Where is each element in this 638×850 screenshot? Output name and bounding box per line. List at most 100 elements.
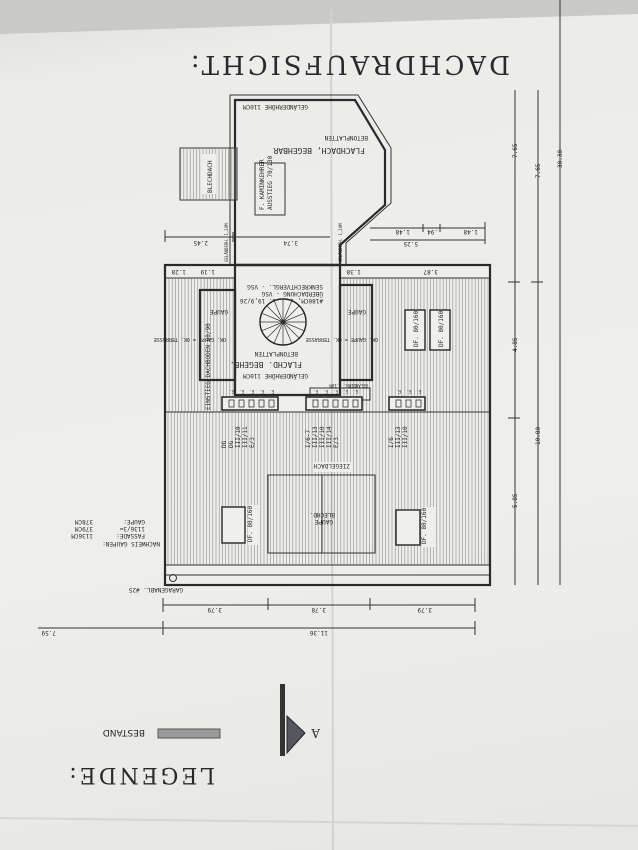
svg-text:E.: E. xyxy=(239,389,244,394)
svg-text:1136/3=: 1136/3= xyxy=(119,525,145,532)
svg-text:379CM: 379CM xyxy=(75,525,93,532)
window: E. xyxy=(405,389,412,408)
dim-label: 3.87 xyxy=(423,268,438,275)
window-tag: III/11 xyxy=(242,426,249,448)
lower-terrace-material: BETONPLATTEN xyxy=(254,350,298,357)
plan-title: DACHDRAUFSICHT: xyxy=(188,49,510,79)
spiral-staircase xyxy=(259,298,307,346)
dormer-left-label: GAUPE xyxy=(210,308,228,315)
dim-label: 11.36 xyxy=(310,629,328,636)
dormer-center-label: GAUPE xyxy=(315,518,333,525)
railing-side-right: GELÄNDERH. 1,10M xyxy=(338,223,343,262)
lower-terrace-label: FLACHD. BEGEHB. xyxy=(230,360,302,369)
dim-label: 7.65 xyxy=(535,163,542,178)
paper-fold xyxy=(0,817,638,827)
dim-label: 1.28 xyxy=(171,268,186,275)
window: E. xyxy=(238,389,245,408)
legend-heading: LEGENDE: xyxy=(66,762,215,787)
dim-label: 3.74 xyxy=(283,239,298,246)
dormer-left-level: OK. GAUPE = OK. TERRASSE xyxy=(154,336,226,342)
svg-text:DF. 80/160: DF. 80/160 xyxy=(247,505,254,542)
window-tag: I/6 xyxy=(388,437,395,448)
window: E. xyxy=(342,389,349,408)
window-tag: DG xyxy=(228,440,235,448)
window: E. xyxy=(352,389,359,408)
window-tag: III/10 xyxy=(235,426,242,448)
window: E. xyxy=(312,389,319,408)
railing-bar-label: GELÄNDERH. 1,10M xyxy=(329,383,368,388)
dim-label: 10.80 xyxy=(535,427,542,445)
window: E. xyxy=(268,389,275,408)
svg-text:E.: E. xyxy=(406,389,411,394)
svg-text:E.: E. xyxy=(229,389,234,394)
dormer-left xyxy=(198,288,237,382)
svg-text:E.: E. xyxy=(333,389,338,394)
window: E. xyxy=(395,389,402,408)
stair-roofing: ÜBERDACHUNG - VSG xyxy=(261,290,323,297)
dim-label: 1.48 xyxy=(463,228,478,235)
svg-text:E.: E. xyxy=(323,389,328,394)
dim-label: 7.59 xyxy=(41,629,56,636)
roof-hatch-note: F. KAMINKEHRER xyxy=(259,159,266,210)
downpipe-label: GARAGENABL. #25 xyxy=(128,586,183,593)
upper-terrace xyxy=(233,98,387,267)
window: E. xyxy=(228,389,235,408)
svg-text:E.: E. xyxy=(313,389,318,394)
svg-text:E.: E. xyxy=(269,389,274,394)
svg-text:1136CM: 1136CM xyxy=(71,532,93,539)
window: E. xyxy=(258,389,265,408)
upper-terrace-material: BETONPLATTEN xyxy=(324,134,368,141)
dim-label: 30.30 xyxy=(557,150,564,168)
dim-label: 1.38 xyxy=(346,268,361,275)
svg-text:E.: E. xyxy=(343,389,348,394)
legend-existing-label: BESTAND xyxy=(103,727,145,737)
window: E. xyxy=(248,389,255,408)
skylight: DF. 80/160 xyxy=(429,309,451,351)
section-marker: A xyxy=(280,684,321,756)
upper-railing-label: GELÄNDERHÖHE 110CM xyxy=(243,103,308,110)
window: E. xyxy=(332,389,339,408)
window-tag: III/13 xyxy=(312,426,319,448)
roof-hatch xyxy=(254,162,286,216)
svg-text:DF. 80/160: DF. 80/160 xyxy=(438,310,445,347)
skylight: DF. 80/160 xyxy=(404,309,426,351)
dormer-proof: NACHWEIS GAUPEN: FASSADE: 1136CM 1136/3=… xyxy=(71,518,160,547)
paper-shadow xyxy=(0,0,638,34)
railing-side-left: GELÄNDERH. 1,10M xyxy=(224,223,229,262)
svg-text:E.: E. xyxy=(416,389,421,394)
window-tag: III/10 xyxy=(402,426,409,448)
dim-label: 5.85 xyxy=(512,493,519,508)
svg-text:E.: E. xyxy=(249,389,254,394)
svg-text:NACHWEIS GAUPEN:: NACHWEIS GAUPEN: xyxy=(102,540,160,547)
dim-label: 1.48 xyxy=(395,228,410,235)
window-tag: DG xyxy=(221,440,228,448)
svg-text:GAUPE:: GAUPE: xyxy=(123,518,145,525)
dormer-right-label: GAUPE xyxy=(348,308,366,315)
roof-type-label: ZIEGELDACH xyxy=(313,462,350,469)
sheet-metal-roof: BLECHDACH xyxy=(179,147,238,201)
window-tag: III/13 xyxy=(395,426,402,448)
window-tag: E/3 xyxy=(333,437,340,448)
dim-label: 2.45 xyxy=(193,239,208,246)
roof-hatch-label: AUSSTIEG 70/130 xyxy=(267,155,274,210)
window: E. xyxy=(415,389,422,408)
svg-text:378CM: 378CM xyxy=(75,518,93,525)
dim-label: 5.25 xyxy=(403,240,418,247)
svg-text:DF. 80/160: DF. 80/160 xyxy=(421,507,428,544)
dim-label: 1.19 xyxy=(200,268,215,275)
svg-text:DF. 80/160: DF. 80/160 xyxy=(413,310,420,347)
window-tag: III/14 xyxy=(326,426,333,448)
stair-glazing: SENKRECHTVERGL. - VSG xyxy=(247,283,323,290)
svg-text:E.: E. xyxy=(396,389,401,394)
svg-text:FASSADE:: FASSADE: xyxy=(116,532,145,539)
attic-access-label: EINSTIEG DACHBODEN 60/90 xyxy=(205,323,212,410)
window-tag: III/10 xyxy=(319,426,326,448)
lower-railing-label: GELÄNDERHÖHE 110CM xyxy=(243,372,308,379)
paper-fold xyxy=(330,9,334,850)
dim-label: 7.65 xyxy=(512,143,519,158)
